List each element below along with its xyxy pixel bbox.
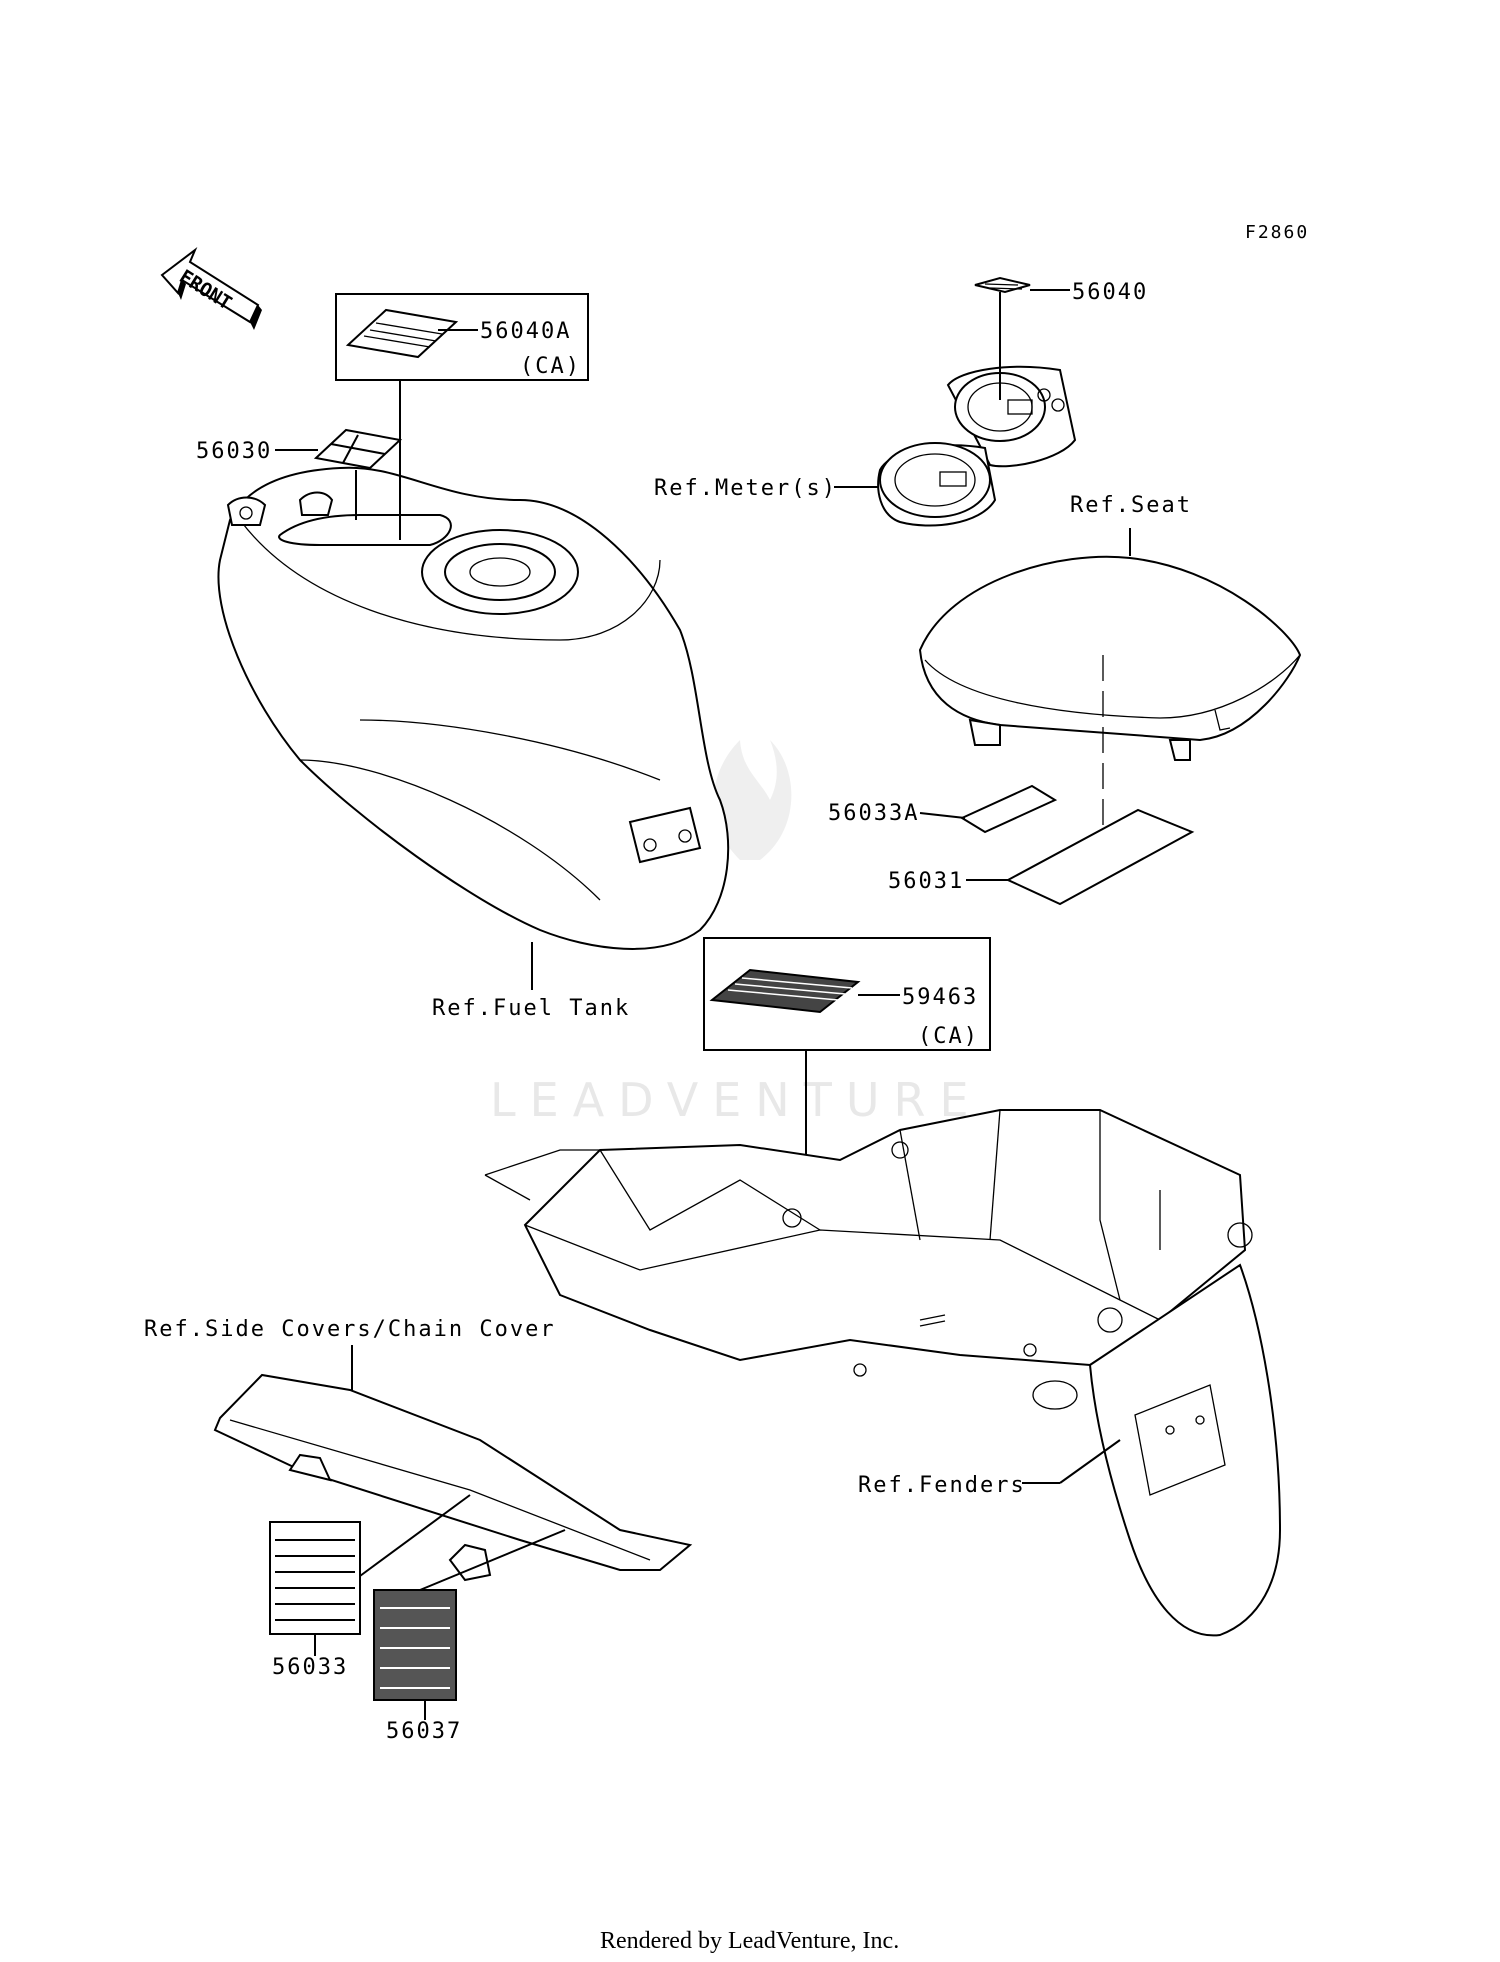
- callout-56030: 56030: [196, 439, 272, 464]
- callout-box-59463: [703, 937, 991, 1051]
- leadventure-watermark: LEADVENTURE: [490, 740, 983, 1127]
- callout-56037: 56037: [386, 1719, 462, 1744]
- watermark-text: LEADVENTURE: [490, 1073, 983, 1127]
- callout-56040: 56040: [1072, 280, 1148, 305]
- seat: [918, 555, 1302, 761]
- callout-56033: 56033: [272, 1655, 348, 1680]
- label-56033-decal: [269, 1521, 361, 1635]
- callout-56040a: 56040A: [480, 319, 571, 344]
- callout-box-56040a: [335, 293, 589, 381]
- callout-56040a-variant: (CA): [520, 354, 581, 379]
- footer-credit: Rendered by LeadVenture, Inc.: [600, 1928, 899, 1954]
- fuel-tank: [217, 466, 730, 950]
- callout-59463-variant: (CA): [918, 1024, 979, 1049]
- rear-fender: [1032, 1222, 1282, 1637]
- callout-56033a: 56033A: [828, 801, 919, 826]
- rear-tray: [484, 1109, 1247, 1377]
- callout-fuel-tank: Ref.Fuel Tank: [432, 996, 630, 1021]
- label-56040a-decal: [345, 308, 459, 359]
- meter-assembly: [877, 276, 1077, 527]
- label-56030-decal: [313, 428, 403, 470]
- callout-side-covers: Ref.Side Covers/Chain Cover: [144, 1317, 556, 1342]
- callout-seat: Ref.Seat: [1070, 493, 1192, 518]
- label-56033a-decal: [959, 784, 1058, 834]
- callout-meter: Ref.Meter(s): [654, 476, 837, 501]
- label-59463-decal: [709, 968, 861, 1014]
- front-arrow-icon: FRONT: [160, 246, 262, 330]
- label-56037-decal: [373, 1589, 457, 1701]
- callout-56031: 56031: [888, 869, 964, 894]
- diagram-code: F2860: [1245, 222, 1309, 243]
- label-56031-decal: [1005, 808, 1195, 906]
- chain-cover: [213, 1373, 693, 1582]
- callout-59463: 59463: [902, 985, 978, 1010]
- callout-fenders: Ref.Fenders: [858, 1473, 1026, 1498]
